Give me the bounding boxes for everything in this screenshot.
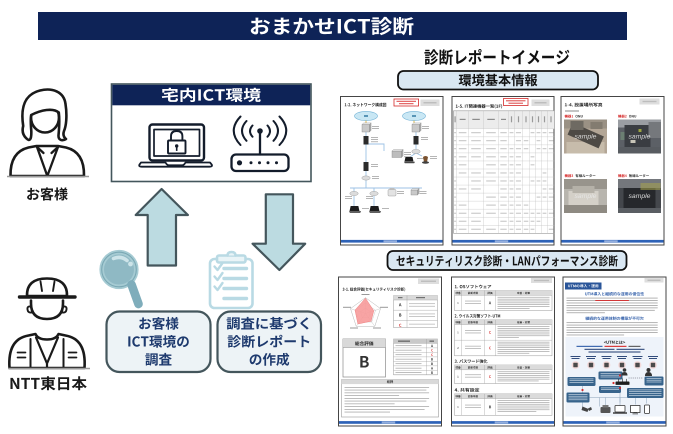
svg-text:sample: sample (575, 134, 597, 141)
svg-text:sample: sample (629, 134, 651, 141)
svg-text:sample: sample (575, 193, 597, 200)
svg-text:sample: sample (629, 193, 651, 200)
